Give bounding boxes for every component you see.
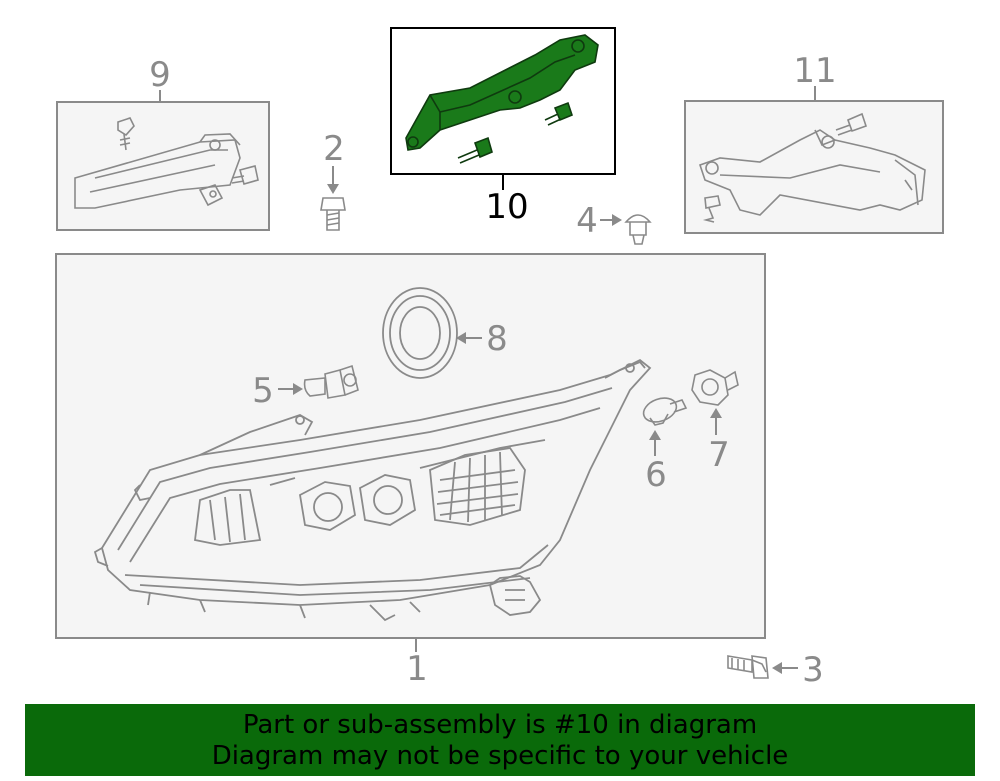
part-2-arrowhead bbox=[327, 184, 339, 194]
part-6-group[interactable]: 6 bbox=[640, 394, 688, 495]
part-10-group[interactable]: 10 bbox=[390, 27, 616, 227]
lower-bracket-drawing bbox=[74, 117, 259, 209]
seal-8-drawing bbox=[382, 287, 458, 379]
info-banner: Part or sub-assembly is #10 in diagram D… bbox=[25, 704, 975, 776]
part-11-group[interactable]: 11 bbox=[684, 51, 944, 234]
clip-4-drawing bbox=[624, 214, 652, 245]
part-7-group[interactable]: 7 bbox=[691, 369, 739, 475]
socket-7-drawing bbox=[691, 369, 739, 406]
bulb-5-drawing bbox=[303, 364, 359, 399]
callout-10: 10 bbox=[485, 187, 528, 227]
part-2-group[interactable]: 2 bbox=[320, 129, 346, 231]
callout-3: 3 bbox=[802, 650, 824, 690]
callout-8: 8 bbox=[486, 319, 508, 359]
callout-4: 4 bbox=[576, 201, 598, 241]
part-3-group[interactable]: 3 bbox=[727, 650, 824, 690]
part-9-group[interactable]: 9 bbox=[56, 55, 270, 231]
part-1-group[interactable]: 1 bbox=[55, 253, 766, 689]
banner-line-2: Diagram may not be specific to your vehi… bbox=[211, 741, 789, 771]
part-11-box bbox=[684, 100, 944, 234]
callout-6: 6 bbox=[645, 455, 667, 495]
part-5-arrowhead bbox=[293, 383, 303, 395]
part-8-arrowhead bbox=[456, 332, 466, 344]
headlight-housing-drawing bbox=[93, 358, 652, 622]
callout-11: 11 bbox=[793, 51, 836, 91]
callout-1: 1 bbox=[406, 649, 428, 689]
callout-2: 2 bbox=[323, 129, 345, 169]
upper-bracket-drawing bbox=[405, 34, 599, 164]
part-4-arrowhead bbox=[612, 214, 622, 226]
part-5-group[interactable]: 5 bbox=[252, 364, 359, 411]
side-bracket-drawing bbox=[698, 112, 926, 223]
callout-7: 7 bbox=[708, 435, 730, 475]
callout-9: 9 bbox=[149, 55, 171, 95]
part-4-group[interactable]: 4 bbox=[576, 201, 652, 245]
banner-line-1: Part or sub-assembly is #10 in diagram bbox=[242, 710, 758, 740]
part-1-box bbox=[55, 253, 766, 639]
part-3-arrowhead bbox=[772, 662, 782, 674]
part-8-group[interactable]: 8 bbox=[382, 287, 508, 379]
bolt-2-drawing bbox=[320, 197, 346, 231]
bolt-3-drawing bbox=[727, 655, 769, 679]
part-6-arrowhead bbox=[649, 430, 661, 440]
part-7-arrowhead bbox=[710, 408, 722, 418]
bulb-6-drawing bbox=[642, 397, 688, 426]
callout-5: 5 bbox=[252, 371, 274, 411]
